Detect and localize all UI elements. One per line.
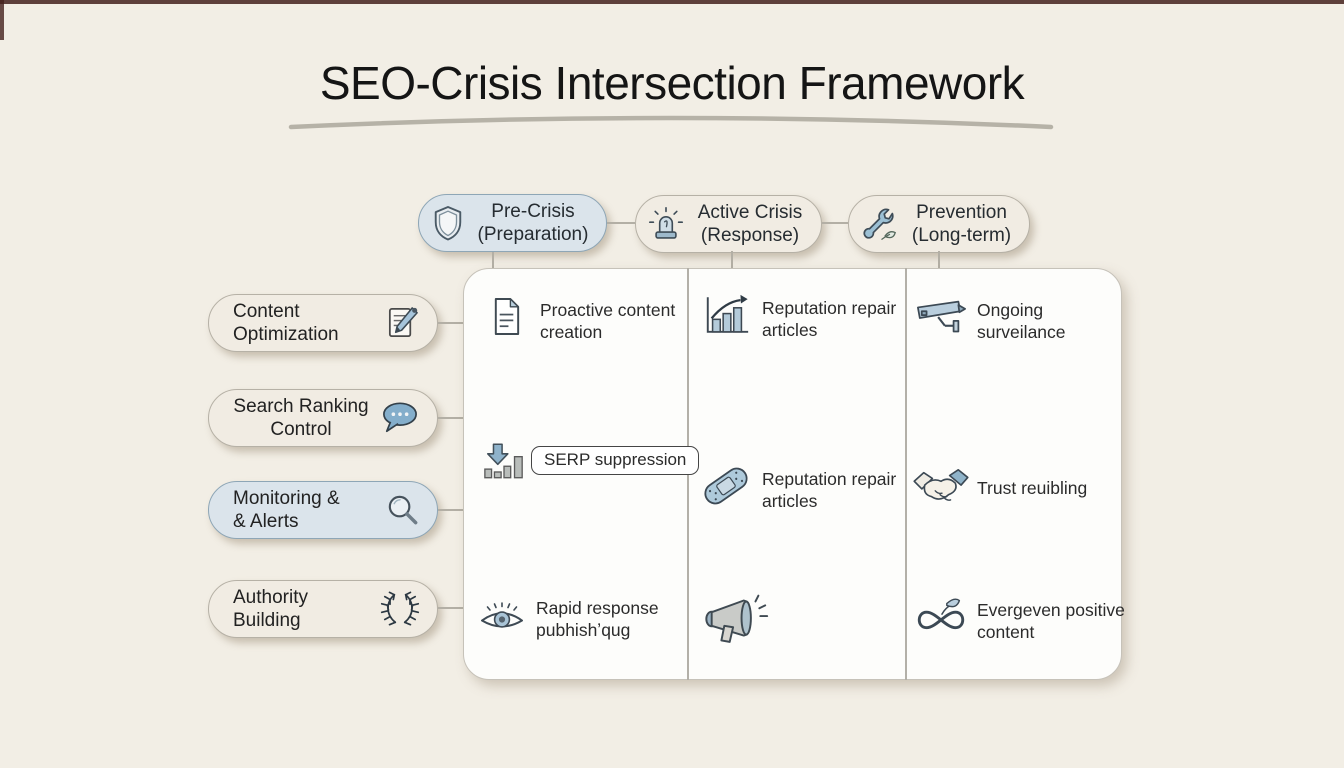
- connector-line: [938, 251, 940, 269]
- laurel-wreath-icon: [379, 590, 421, 628]
- phase-label: Active Crisis(Response): [697, 202, 803, 246]
- matrix-item-label: Rapid response pubhishʼqug: [536, 598, 659, 640]
- phase-label: Pre-Crisis(Preparation): [477, 201, 589, 245]
- connector-line: [607, 222, 635, 224]
- matrix-item-label: Ongoing surveilance: [977, 300, 1066, 342]
- phase-pill-pre-crisis: Pre-Crisis(Preparation): [418, 194, 607, 252]
- title-underline: [288, 115, 1054, 130]
- category-label: Monitoring && Alerts: [233, 488, 340, 532]
- serp-down-chart-icon: [482, 440, 526, 481]
- matrix-item-label: Proactive content creation: [540, 300, 676, 342]
- handshake-icon: [912, 465, 970, 509]
- matrix-item-label: Evergeven positive content: [977, 600, 1125, 642]
- connector-line: [731, 251, 733, 269]
- category-pill-authority-building: Authority Building: [208, 580, 438, 638]
- phase-pill-prevention: Prevention(Long-term): [848, 195, 1030, 253]
- serp-suppression-box: SERP suppression: [531, 446, 700, 475]
- cctv-camera-icon: [915, 297, 969, 341]
- matrix-item-label: Reputation repair articles: [762, 469, 897, 511]
- top-edge-artifact: [0, 0, 1344, 4]
- connector-line: [438, 607, 464, 609]
- magnifier-icon: [384, 492, 421, 529]
- eye-icon: [477, 599, 527, 635]
- phase-label: Prevention(Long-term): [911, 202, 1012, 246]
- column-divider: [905, 268, 907, 680]
- speech-bubble-icon: [379, 400, 421, 436]
- left-edge-artifact: [0, 0, 4, 40]
- category-pill-monitoring-alerts: Monitoring && Alerts: [208, 481, 438, 539]
- category-label: Authority Building: [233, 587, 308, 631]
- matrix-item-label: Reputation repair articles: [762, 298, 897, 340]
- connector-line: [438, 322, 464, 324]
- connector-line: [438, 509, 464, 511]
- infinity-leaf-icon: [912, 594, 970, 642]
- matrix-item-label: Trust reuibling: [977, 478, 1088, 498]
- phase-pill-active-crisis: Active Crisis(Response): [635, 195, 822, 253]
- connector-line: [438, 417, 464, 419]
- growth-chart-icon: [702, 293, 752, 338]
- connector-line: [492, 252, 494, 269]
- megaphone-icon: [700, 588, 772, 650]
- page-title: SEO-Crisis Intersection Framework: [319, 57, 1025, 109]
- connector-line: [822, 222, 848, 224]
- shield-icon: [431, 204, 465, 242]
- pencil-document-icon: [384, 305, 421, 342]
- wrench-leaf-icon: [861, 205, 899, 243]
- document-icon: [489, 296, 524, 337]
- bandage-icon: [698, 462, 754, 510]
- siren-icon: [648, 206, 684, 242]
